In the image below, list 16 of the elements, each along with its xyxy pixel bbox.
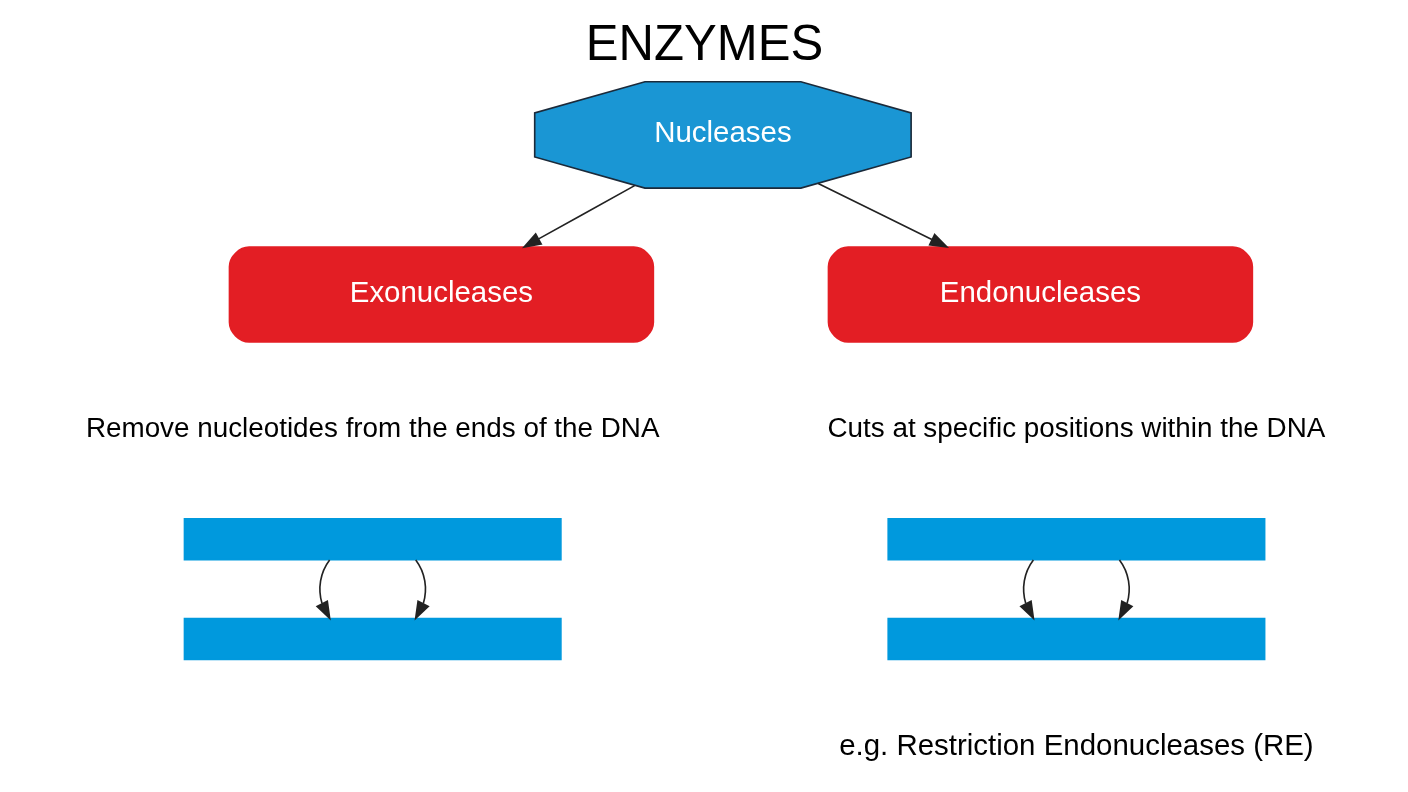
node-box: Exonucleases [228, 246, 654, 343]
node-bar [183, 517, 562, 561]
node-bar [183, 617, 562, 661]
arrow [816, 182, 949, 248]
node-label: Remove nucleotides from the ends of the DNA [85, 412, 659, 444]
arrow [521, 184, 635, 249]
node-bar [886, 617, 1265, 661]
label: e.g. Restriction Endonucleases (RE) [838, 728, 1314, 762]
node-bar [886, 517, 1265, 561]
arrow [414, 559, 430, 621]
arrow [1018, 559, 1035, 621]
arrow [315, 559, 331, 621]
diagram-title: ENZYMES [585, 16, 823, 71]
arrow [1117, 559, 1133, 621]
node-label: Cuts at specific positions within the DNA [827, 412, 1325, 444]
node-box: Endonucleases [827, 246, 1253, 343]
